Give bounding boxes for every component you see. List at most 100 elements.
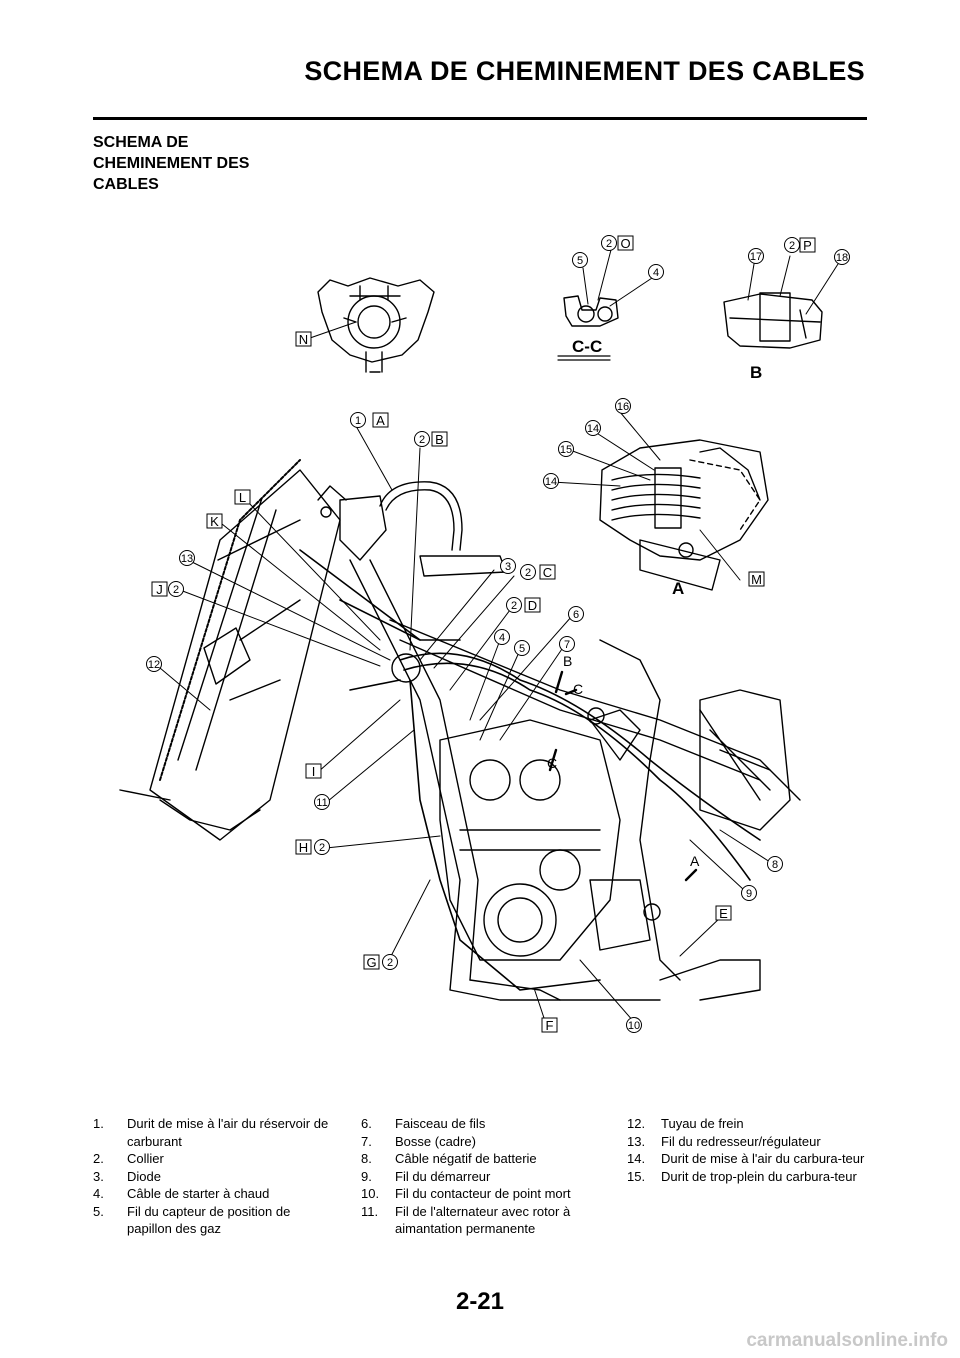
wire-harness [299,549,761,991]
callout-2-h: 2 [314,839,330,855]
label-n: N [295,331,312,347]
headlight-detail [317,277,435,373]
section-title-line: CHEMINEMENT DES [93,155,250,172]
legend-item: 13.Fil du redresseur/régulateur [627,1133,821,1149]
callout-2-g: 2 [382,954,398,970]
label-m: M [748,571,765,587]
svg-text:12: 12 [148,659,160,671]
callout-17: 17 [748,248,764,264]
svg-text:2: 2 [173,584,179,596]
svg-text:G: G [366,955,376,970]
callout-4-cc: 4 [648,264,664,280]
svg-text:F: F [546,1018,554,1033]
callout-5-cc: 5 [572,252,588,268]
page-header-title: SCHEMA DE CHEMINEMENT DES CABLES [304,56,865,86]
svg-text:M: M [751,572,762,587]
legend-item: 10.Fil du contacteur de point mort [361,1186,571,1201]
svg-text:O: O [620,236,630,251]
label-b-top: B [431,431,448,447]
svg-text:11: 11 [316,797,327,809]
label-i: I [305,763,322,779]
callout-8: 8 [767,856,783,872]
callout-18: 18 [834,249,850,265]
frame-bolt [643,903,661,921]
legend-item: 12.Tuyau de frein [627,1116,744,1131]
svg-text:C: C [543,565,552,580]
label-j: J [151,581,168,597]
callout-13: 13 [179,550,195,566]
svg-text:2: 2 [387,957,393,969]
section-cc-detail [557,295,619,361]
svg-text:2: 2 [525,567,531,579]
callout-14-b: 14 [543,473,559,489]
callout-2-top: 2 [414,431,430,447]
front-fork [119,469,341,841]
direction-marks [548,670,698,882]
label-l: L [234,489,251,505]
mark-a: A [690,853,700,869]
callout-5: 5 [514,640,530,656]
svg-text:L: L [239,490,246,505]
page-number: 2-21 [455,1288,505,1315]
svg-text:15: 15 [560,444,572,456]
svg-text:8: 8 [772,859,778,871]
section-cc-title: C-C [572,337,602,356]
svg-text:18: 18 [836,252,848,264]
svg-text:K: K [210,514,219,529]
callout-4: 4 [494,629,510,645]
svg-text:A: A [376,413,385,428]
callout-6: 6 [568,606,584,622]
svg-text:2: 2 [419,434,425,446]
svg-text:7: 7 [564,639,570,651]
view-b-title: B [750,363,762,382]
svg-text:10: 10 [628,1020,640,1032]
legend-item: 5.Fil du capteur de position de papillon… [93,1203,291,1237]
svg-text:4: 4 [653,267,659,279]
callout-2-b: 2 [784,237,800,253]
legend-item: 2.Collier [93,1151,164,1166]
svg-text:P: P [803,238,812,253]
svg-text:E: E [719,906,728,921]
legend-item: 15.Durit de trop-plein du carbura-teur [627,1168,857,1184]
detail-a-hose-bundle [599,439,769,591]
callout-9: 9 [741,885,757,901]
callout-2-cc: 2 [601,235,617,251]
svg-text:2: 2 [319,842,325,854]
svg-text:I: I [312,764,316,779]
label-g: G [363,954,380,970]
svg-text:3: 3 [505,561,511,573]
svg-text:14: 14 [545,476,557,488]
callout-2-d: 2 [506,597,522,613]
svg-text:J: J [156,582,163,597]
legend-column-1: 1.Durit de mise à l'air du réservoir de … [93,1115,338,1238]
label-f: F [541,1017,558,1033]
view-a-title: A [672,579,684,598]
svg-text:D: D [528,598,537,613]
detail-b-clamp [723,292,823,349]
legend-item: 4.Câble de starter à chaud [93,1186,270,1201]
section-title: SCHEMA DE CHEMINEMENT DES CABLES [93,132,313,195]
svg-text:9: 9 [746,888,752,900]
callout-10: 10 [626,1017,642,1033]
legend-item: 8.Câble négatif de batterie [361,1151,537,1166]
callout-7: 7 [559,636,575,652]
label-o: O [617,235,634,251]
svg-text:H: H [299,840,308,855]
svg-text:5: 5 [519,643,525,655]
svg-text:14: 14 [587,423,599,435]
legend-item: 11.Fil de l'alternateur avec rotor à aim… [361,1203,571,1237]
legend-column-2: 6.Faisceau de fils 7.Bosse (cadre) 8.Câb… [361,1115,601,1238]
engine [439,707,651,1001]
frame [349,559,801,1001]
legend-item: 3.Diode [93,1168,161,1184]
label-p: P [799,237,816,253]
label-a-top: A [372,412,389,428]
steering-head [317,481,507,577]
mark-c-1: C [573,681,583,697]
legend-item: 1.Durit de mise à l'air du réservoir de … [93,1116,329,1149]
svg-text:16: 16 [617,401,629,413]
section-title-line: CABLES [93,176,159,193]
legend-item: 9.Fil du démarreur [361,1168,491,1184]
svg-text:B: B [435,432,444,447]
label-e: E [715,905,732,921]
